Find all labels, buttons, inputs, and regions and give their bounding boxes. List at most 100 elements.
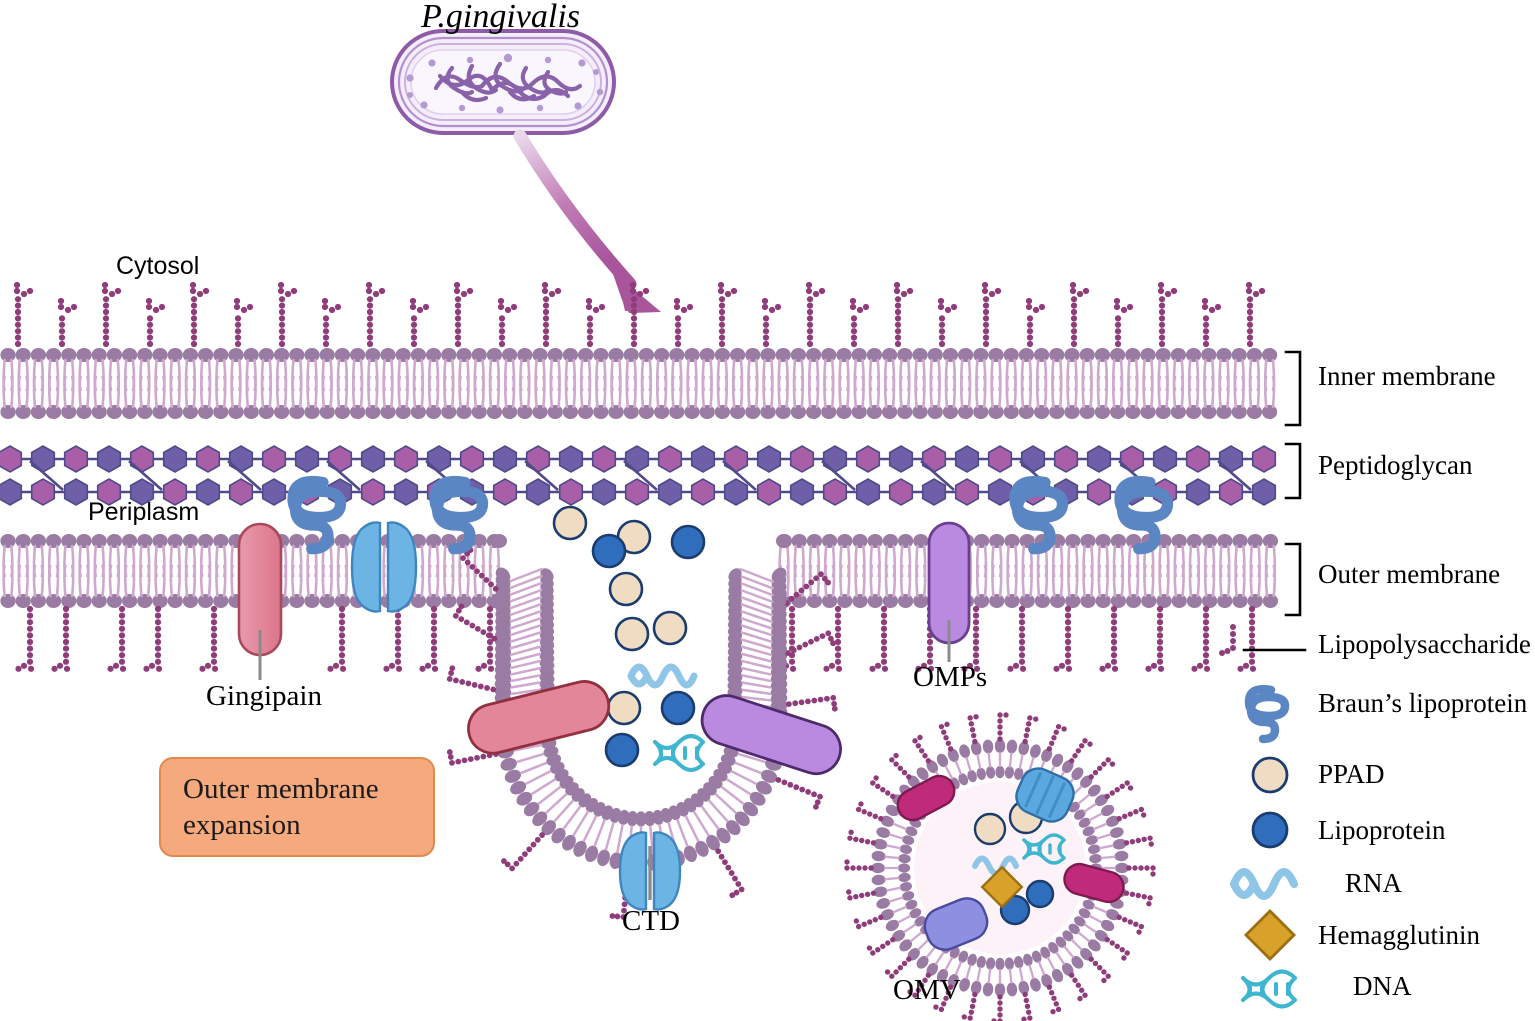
label-gingipain: Gingipain (206, 680, 322, 712)
lps-chain-icon (775, 777, 823, 810)
gold-diamond-icon (1243, 908, 1297, 962)
glycan-chain-icon (189, 281, 210, 348)
glycan-chain-icon (101, 281, 122, 348)
lps-chain-icon (961, 991, 978, 1021)
membrane-protein-omp-channel (350, 521, 418, 613)
glycan-chain-icon (541, 281, 562, 348)
lipoprotein-icon-group (999, 879, 1055, 926)
coiled-lipoprotein-icon (1114, 476, 1174, 555)
cytoplasm-dots (406, 53, 604, 114)
membrane-protein-omps (927, 521, 971, 662)
lps-chain-icon (327, 605, 347, 672)
lps-chain-icon (419, 605, 439, 672)
lps-chain-icon (1116, 914, 1145, 935)
lps-chain-icon (1007, 605, 1027, 672)
glycan-chain-icon (761, 297, 782, 348)
label-ctd: CTD (622, 905, 680, 937)
legend-label-rna: RNA (1345, 868, 1403, 898)
lps-chain-icon (1046, 984, 1062, 1015)
label-outer-membrane: Outer membrane (1318, 559, 1501, 589)
glycan-chain-icon (1157, 281, 1178, 348)
lps-chain-icon (997, 712, 1009, 742)
glycan-chain-icon (453, 281, 474, 348)
glycan-chain-icon (277, 281, 298, 348)
coiled-lipoprotein-icon (429, 476, 489, 555)
lipid-bilayer (776, 534, 1278, 608)
lps-chain-icon (967, 714, 979, 745)
lps-chain-icon (1021, 991, 1033, 1021)
legend-icons (1219, 624, 1298, 1009)
lps-chain-icon (107, 605, 127, 672)
membrane-protein-gingipain (237, 522, 283, 680)
bacterium-cell (390, 29, 616, 135)
glycan-chain-icon (893, 281, 914, 348)
legend-label-lipoprotein: Lipoprotein (1318, 815, 1446, 845)
glycan-chain-icon (497, 297, 518, 348)
lps-chain-icon (199, 605, 219, 672)
lps-chain-icon (869, 605, 889, 672)
lps-chain-icon (1123, 835, 1154, 847)
glycan-chain-icon (1113, 297, 1134, 348)
coiled-lipoprotein-icon (1244, 685, 1290, 744)
rna-squiggle-icon (1230, 868, 1298, 900)
lipoprotein-icon-group (591, 524, 706, 768)
lps-chain-icon (1237, 605, 1257, 672)
omv-cargo (972, 799, 1066, 926)
glycan-chain-icon (629, 281, 650, 348)
glycan-chain-icon (1245, 281, 1266, 348)
lps-chain-icon (823, 605, 843, 672)
label-omv: OMV (893, 974, 961, 1006)
lps-chain-icon (1191, 605, 1211, 672)
inner-membrane (0, 281, 1278, 419)
lps-chain-icon (15, 605, 35, 672)
lps-chain-icon (786, 694, 838, 712)
label-omps: OMPs (913, 661, 988, 693)
ppad-icon-group (552, 505, 688, 726)
lps-chain-icon (383, 605, 403, 672)
lps-chain-icon (783, 571, 831, 606)
glycan-chain-icon (1025, 297, 1046, 348)
lps-chain-icon (907, 972, 932, 998)
lps-chain-icon (1046, 723, 1067, 752)
omv-vesicle (844, 712, 1156, 1021)
legend-label-braun-lipoprotein: Braun’s lipoprotein (1318, 688, 1528, 718)
glycan-chain-icon (13, 281, 34, 348)
coiled-lipoprotein-icon (1009, 476, 1069, 555)
lps-chain-icon (846, 889, 877, 901)
glycan-chain-icon (1069, 281, 1090, 348)
legend-label-hemagglutinin: Hemagglutinin (1318, 920, 1480, 950)
lps-chain-icon (1099, 605, 1119, 672)
braun-lipoproteins (287, 476, 1174, 555)
lps-chain-icon (915, 605, 935, 672)
lps-chain-icon (991, 994, 1003, 1021)
lps-chain-icon (715, 848, 745, 899)
glycan-chain-icon (673, 297, 694, 348)
legend-label-ppad: PPAD (1318, 759, 1385, 789)
glycan-chain-icon (365, 281, 386, 348)
bud-protein-ctd-channel (618, 831, 682, 911)
nucleoid-icon (433, 61, 583, 103)
label-cytosol: Cytosol (116, 252, 200, 280)
blue-circle-icon (1251, 811, 1289, 849)
lps-chain-icon (938, 721, 954, 752)
flow-arrow-icon (513, 129, 661, 313)
lipid-bilayer (0, 348, 1278, 419)
label-periplasm: Periplasm (88, 498, 200, 526)
bracket-outer-membrane (1284, 542, 1302, 617)
dna-icon (1022, 833, 1066, 865)
hemagglutinin-icon (980, 865, 1024, 909)
peptidoglycan-layer (0, 445, 1277, 506)
glycan-chain-icon (805, 281, 826, 348)
glycan-chain-icon (937, 297, 958, 348)
lps-chain-icon (853, 914, 884, 930)
lps-chain-icon (446, 665, 497, 693)
bracket-inner-membrane (1284, 350, 1302, 427)
lps-chain-icon (475, 605, 495, 672)
omv-surface-proteins (896, 767, 1125, 951)
legend-label-dna: DNA (1353, 971, 1412, 1001)
lps-chain-icon (51, 605, 71, 672)
lps-chain-icon (912, 734, 932, 764)
lps-chain-icon (855, 801, 884, 822)
lps-chain-icon (870, 775, 896, 800)
